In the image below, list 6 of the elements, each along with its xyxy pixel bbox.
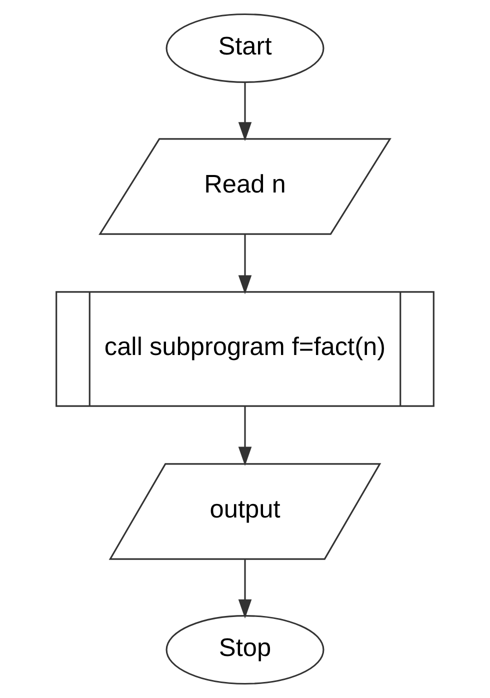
- arrow: [238, 406, 252, 466]
- node-ellipse: Stop: [166, 615, 324, 685]
- arrow: [238, 82, 252, 142]
- arrow: [238, 560, 252, 618]
- arrow: [238, 234, 252, 294]
- node-ellipse: Start: [166, 13, 324, 83]
